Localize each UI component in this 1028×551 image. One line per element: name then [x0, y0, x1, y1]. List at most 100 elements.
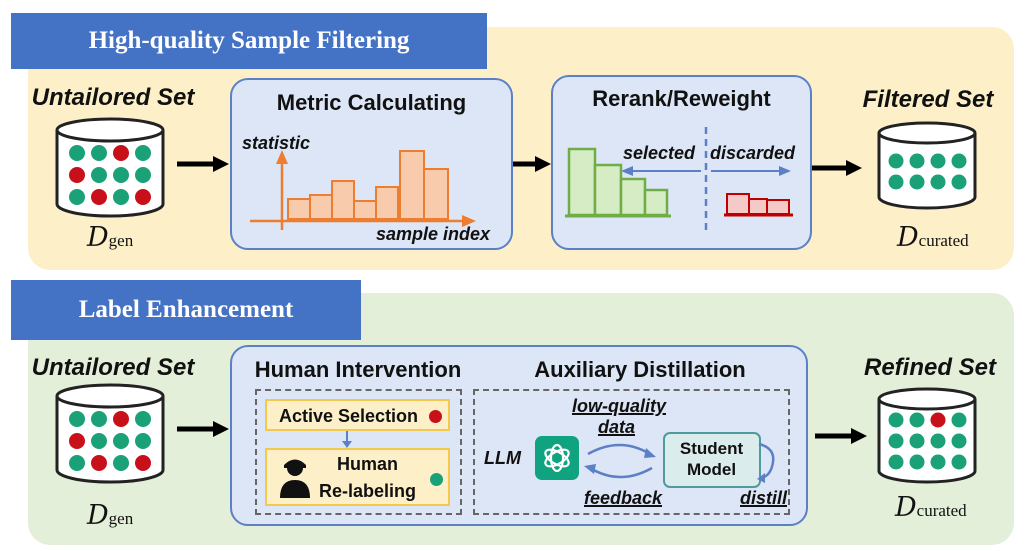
- person-icon: [280, 459, 310, 498]
- green-sample-dot: [930, 433, 946, 449]
- green-sample-dot: [113, 189, 129, 205]
- red-sample-dot: [113, 411, 129, 427]
- green-sample-dot: [69, 411, 85, 427]
- green-sample-dot: [69, 145, 85, 161]
- right-arrow-icon: [815, 428, 867, 444]
- green-sample-dot: [888, 412, 904, 428]
- green-sample-dot: [888, 153, 904, 169]
- selected-bar: [619, 177, 647, 217]
- green-sample-dot: [909, 412, 925, 428]
- histogram-bar: [399, 150, 425, 220]
- red-sample-dot: [930, 412, 946, 428]
- histogram-bar: [375, 186, 399, 220]
- green-sample-dot: [69, 189, 85, 205]
- right-arrow-icon: [177, 156, 229, 172]
- auxiliary-distillation-box: [473, 389, 790, 515]
- d-curated-label: Dcurated: [897, 222, 969, 253]
- histogram-bar: [353, 200, 377, 220]
- histogram-bar: [309, 194, 333, 220]
- filtered-set-title: Filtered Set: [862, 86, 994, 113]
- green-sample-dot: [135, 167, 151, 183]
- distill-label: distill: [740, 488, 788, 508]
- green-sample-dot: [888, 454, 904, 470]
- filtering-banner: High-quality Sample Filtering: [11, 13, 487, 69]
- filtered-database-icon: [877, 121, 977, 210]
- green-sample-dot: [430, 473, 443, 486]
- label-enhancement-banner: Label Enhancement: [11, 280, 361, 340]
- d-gen-subscript: gen: [108, 509, 134, 528]
- human-intervention-box: [255, 389, 462, 515]
- feedback-label: feedback: [584, 488, 663, 508]
- rerank-chart: [565, 127, 793, 235]
- sample-index-axis-label: sample index: [376, 224, 491, 244]
- red-sample-dot: [91, 189, 107, 205]
- active-selection-box: Active Selection: [265, 399, 450, 431]
- d-curated-label: Dcurated: [895, 492, 967, 523]
- self-loop-arrow-icon: [757, 442, 775, 483]
- green-sample-dot: [113, 433, 129, 449]
- histogram-bar: [423, 168, 449, 220]
- red-sample-dot: [135, 189, 151, 205]
- d-symbol: D: [897, 222, 919, 253]
- green-sample-dot: [909, 433, 925, 449]
- histogram-chart: [250, 150, 476, 230]
- discarded-bar: [766, 199, 790, 215]
- green-sample-dot: [909, 153, 925, 169]
- histogram-bar: [287, 198, 311, 220]
- exchange-arrows-icon: [584, 443, 656, 479]
- green-sample-dot: [91, 411, 107, 427]
- auxiliary-distillation-title: Auxiliary Distillation: [534, 357, 746, 382]
- right-arrow-icon: [513, 156, 551, 172]
- d-gen-label: Dgen: [87, 222, 133, 253]
- d-symbol: D: [87, 500, 109, 531]
- down-arrow-icon: [342, 431, 352, 448]
- red-sample-dot: [429, 410, 442, 423]
- red-sample-dot: [69, 167, 85, 183]
- discarded-bar: [726, 193, 750, 215]
- refined-database-icon: [877, 387, 977, 484]
- human-relabeling-box: Human Re-labeling: [265, 448, 450, 506]
- discarded-bar: [748, 198, 768, 215]
- model-label: Model: [686, 460, 737, 479]
- green-sample-dot: [69, 455, 85, 471]
- human-intervention-title: Human Intervention: [254, 357, 462, 382]
- green-sample-dot: [888, 433, 904, 449]
- red-sample-dot: [113, 145, 129, 161]
- green-sample-dot: [951, 174, 967, 190]
- chatgpt-logo-icon: [535, 436, 579, 480]
- d-curated-subscript: curated: [918, 231, 969, 250]
- selected-label: selected: [623, 143, 696, 163]
- student-label: Student: [679, 439, 744, 458]
- d-symbol: D: [87, 222, 109, 253]
- green-sample-dot: [930, 174, 946, 190]
- selected-bar: [567, 147, 597, 217]
- green-sample-dot: [135, 433, 151, 449]
- green-sample-dot: [888, 174, 904, 190]
- llm-label: LLM: [484, 448, 521, 468]
- green-sample-dot: [930, 454, 946, 470]
- green-sample-dot: [909, 454, 925, 470]
- discarded-label: discarded: [710, 143, 796, 163]
- right-arrow-icon: [177, 421, 229, 437]
- d-symbol: D: [895, 492, 917, 523]
- green-sample-dot: [91, 145, 107, 161]
- red-sample-dot: [135, 455, 151, 471]
- green-sample-dot: [113, 455, 129, 471]
- untailored-database-icon: [55, 383, 165, 484]
- refined-set-title: Refined Set: [863, 354, 997, 381]
- untailored-set-title: Untailored Set: [31, 84, 195, 111]
- green-sample-dot: [909, 174, 925, 190]
- green-sample-dot: [951, 454, 967, 470]
- right-arrow-icon: [812, 160, 862, 176]
- green-sample-dot: [951, 153, 967, 169]
- active-selection-label: Active Selection: [279, 406, 419, 426]
- green-sample-dot: [135, 145, 151, 161]
- d-gen-label: Dgen: [87, 500, 133, 531]
- student-model-box: Student Model: [663, 432, 761, 488]
- selected-bar: [593, 163, 623, 217]
- red-sample-dot: [91, 455, 107, 471]
- green-sample-dot: [91, 433, 107, 449]
- statistic-axis-label: statistic: [242, 133, 311, 153]
- metric-calculating-title: Metric Calculating: [276, 90, 467, 115]
- histogram-bar: [331, 180, 355, 220]
